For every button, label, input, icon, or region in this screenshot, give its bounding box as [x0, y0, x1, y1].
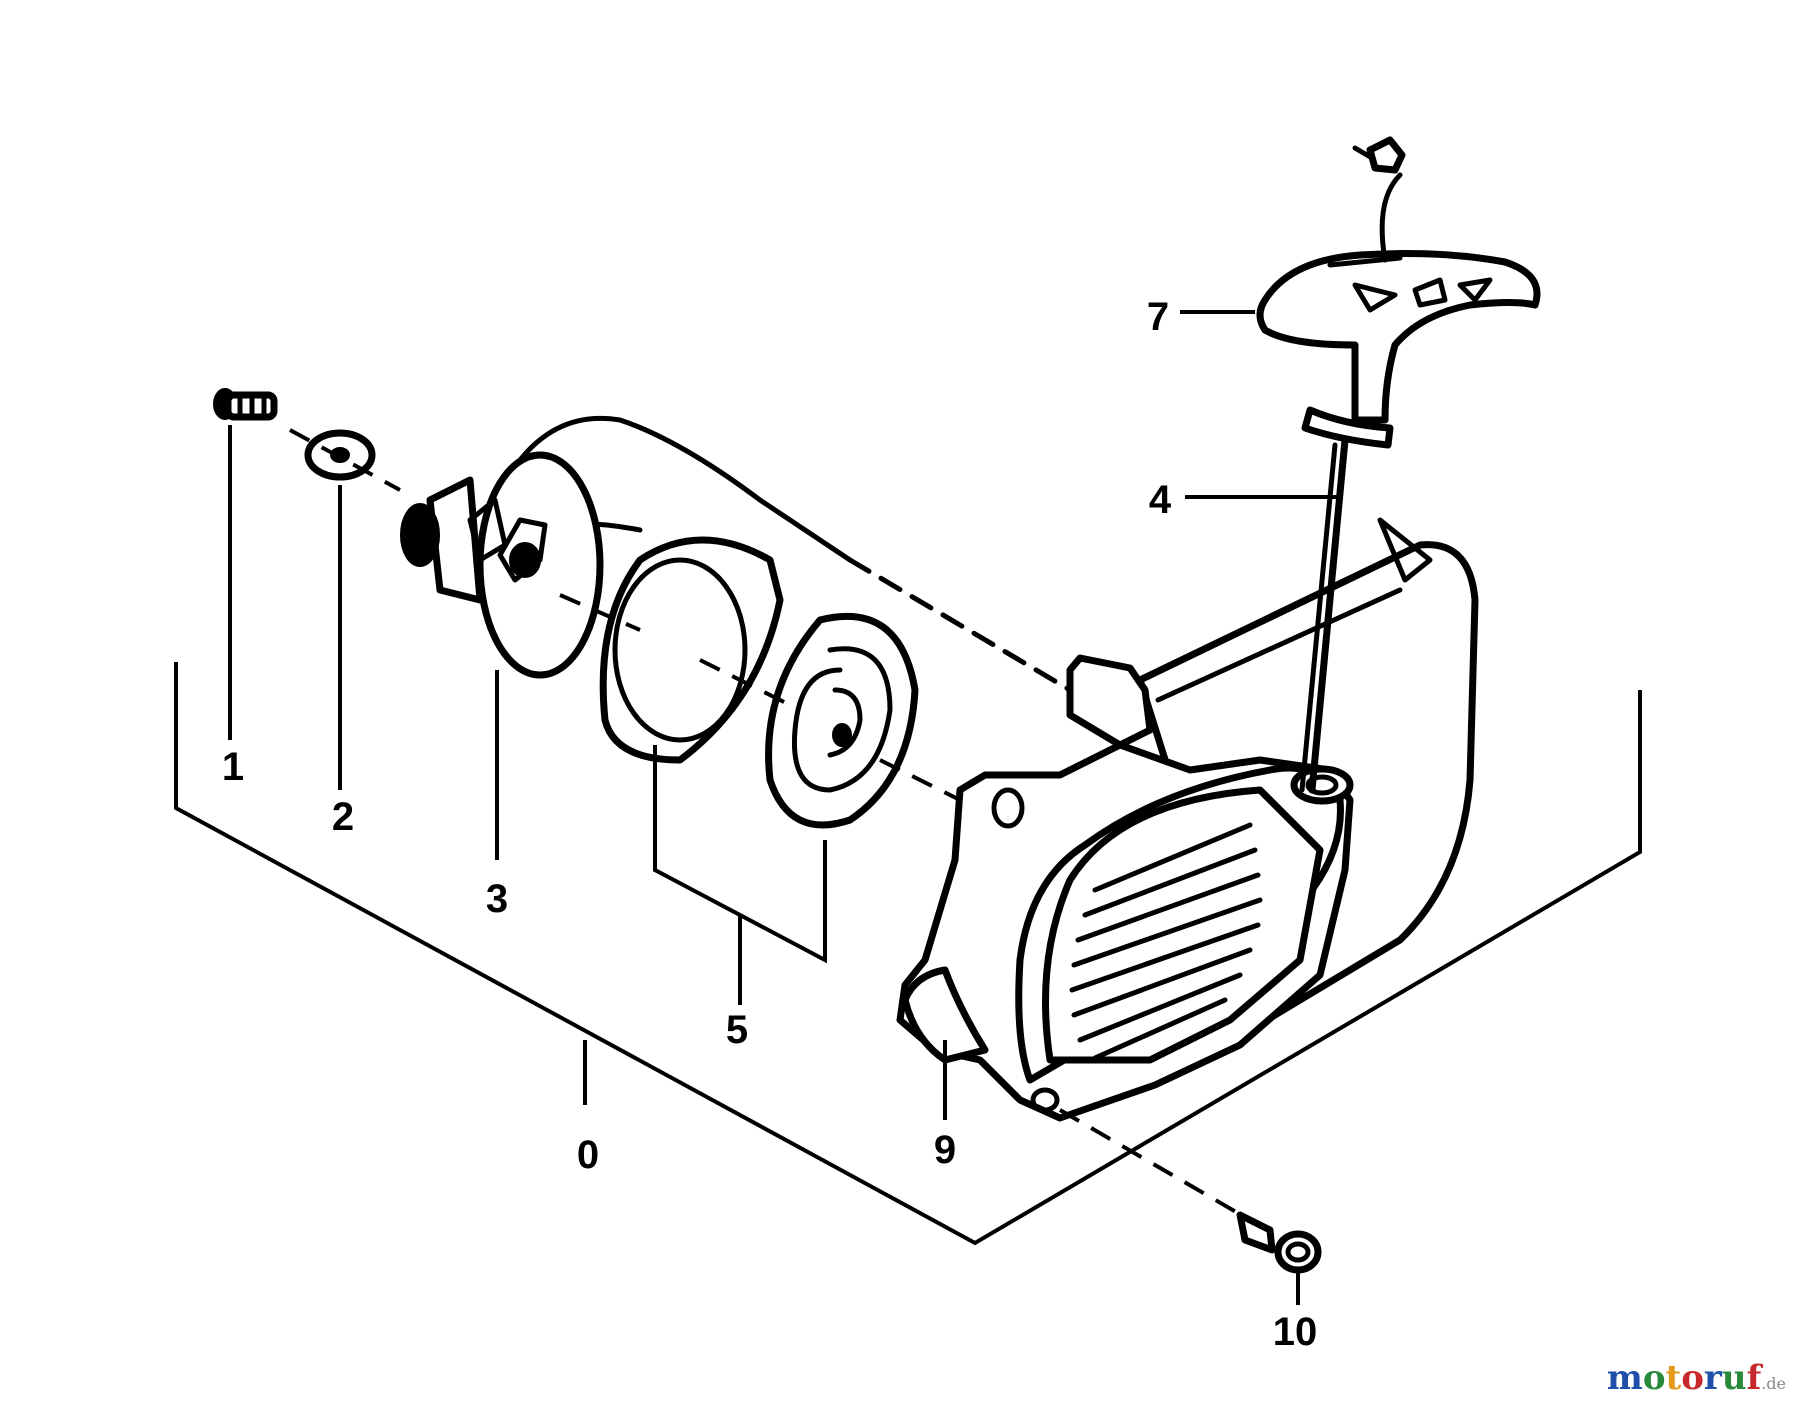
pulley-rotor-part [400, 451, 604, 679]
assembly-axis-lines [289, 428, 1252, 1222]
housing-fins [1069, 822, 1263, 1061]
brand-letter: o [1642, 1358, 1666, 1398]
callout-leaders [228, 310, 1338, 1305]
spring-case-part [599, 536, 784, 764]
brand-letter: r [1703, 1358, 1722, 1398]
assembly-bracket [174, 662, 1642, 1246]
callout-3: 3 [486, 877, 508, 921]
brand-letter: t [1665, 1358, 1682, 1398]
screw-part [213, 388, 278, 421]
callout-9: 9 [934, 1128, 956, 1172]
callout-0: 0 [577, 1133, 599, 1177]
brand-watermark: motoruf.de [1607, 1358, 1786, 1398]
starter-housing [896, 517, 1479, 1122]
callout-7: 7 [1147, 295, 1169, 339]
housing-screw-part [1236, 1211, 1322, 1274]
callout-4: 4 [1149, 478, 1172, 522]
recoil-spring-part [765, 612, 919, 829]
callout-5: 5 [726, 1008, 748, 1052]
callout-1: 1 [222, 745, 244, 789]
brand-letter: f [1746, 1358, 1762, 1398]
handle-rope-part [1299, 436, 1349, 794]
callout-2: 2 [332, 795, 354, 839]
brand-letter: m [1606, 1358, 1643, 1398]
brand-letter: u [1721, 1358, 1747, 1398]
brand-letter: o [1681, 1358, 1704, 1398]
starter-handle-part [1256, 136, 1541, 449]
callout-10: 10 [1273, 1310, 1318, 1354]
brand-domain-suffix: .de [1761, 1374, 1786, 1393]
brand-wordmark: motoruf [1607, 1358, 1761, 1398]
